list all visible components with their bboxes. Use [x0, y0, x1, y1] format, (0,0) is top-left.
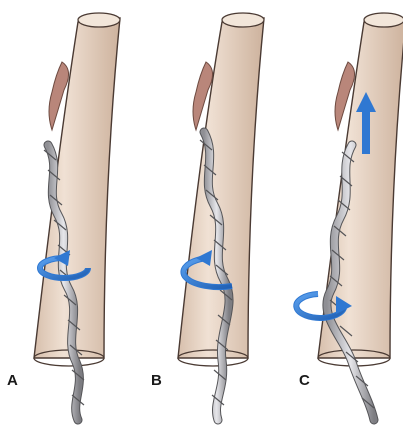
canal-top-opening-a: [78, 13, 120, 27]
panel-b: [178, 13, 264, 420]
panel-label-c: C: [299, 373, 310, 388]
panel-label-b: B: [151, 373, 162, 388]
panel-a: [34, 13, 120, 420]
canal-tube-b: [178, 18, 264, 358]
canal-top-opening-b: [222, 13, 264, 27]
panel-c: [296, 13, 403, 420]
panel-label-a: A: [7, 373, 18, 388]
canal-top-opening-c: [364, 13, 403, 27]
